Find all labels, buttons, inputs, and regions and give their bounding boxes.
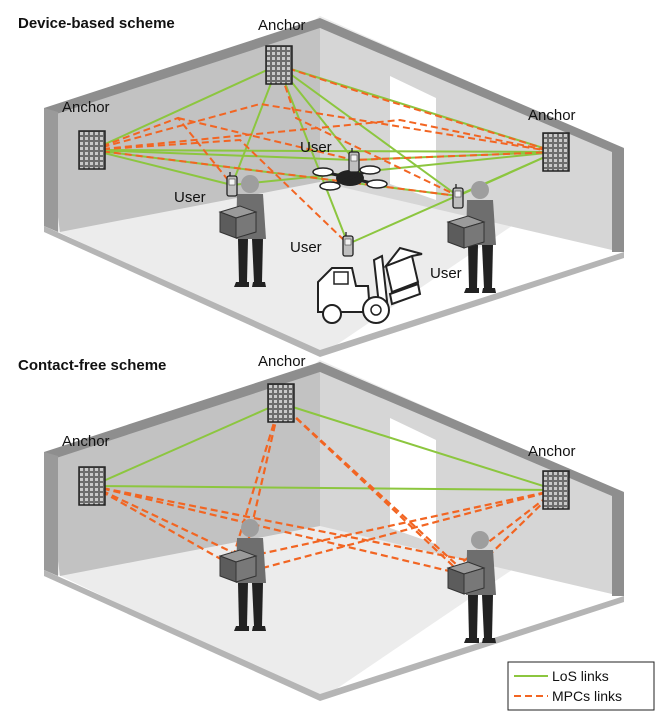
box-icon	[447, 215, 485, 249]
wall-top-left	[44, 18, 320, 118]
anchor-label: Anchor	[528, 107, 576, 124]
anchor-label: Anchor	[62, 99, 110, 116]
los-link	[91, 64, 279, 151]
mpc-link	[240, 402, 282, 569]
forklift-icon	[317, 246, 423, 324]
anchor-icon	[267, 383, 295, 423]
mpc-link	[231, 488, 557, 562]
mpc-links	[91, 402, 557, 581]
user-label: User	[430, 265, 462, 282]
mpc-link	[279, 402, 459, 567]
mpc-link	[91, 485, 233, 553]
anchor-icon	[78, 130, 106, 170]
los-link	[91, 149, 233, 186]
door-opening	[390, 76, 436, 200]
drone-icon	[312, 165, 388, 191]
anchor-icon	[265, 45, 293, 85]
los-link	[277, 64, 349, 245]
user-label: User	[174, 189, 206, 206]
mpc-link	[91, 484, 471, 578]
anchor-label: Anchor	[258, 17, 306, 34]
anchor-label: Anchor	[62, 433, 110, 450]
floor-front-left	[44, 570, 320, 701]
los-link	[91, 149, 355, 161]
anchor-icon	[542, 470, 570, 510]
wall-left-end	[44, 452, 58, 576]
mpc-link	[91, 485, 241, 571]
wall-left-end	[44, 108, 58, 232]
room	[44, 360, 624, 701]
wall-top-right	[320, 18, 624, 152]
user-label: User	[290, 239, 322, 256]
wall-right-end	[612, 492, 624, 596]
wall-right-end	[612, 148, 624, 252]
los-link	[231, 151, 557, 186]
phone-icon	[342, 231, 354, 257]
mpc-link	[279, 402, 469, 581]
legend-box	[507, 661, 655, 711]
floor-front-right	[320, 252, 624, 357]
box-icon	[219, 549, 257, 583]
mpc-link	[91, 149, 459, 197]
mpc-link	[232, 402, 282, 555]
floor-front-right	[320, 596, 624, 701]
anchor-icon	[542, 132, 570, 172]
phone-icon	[226, 171, 238, 197]
los-link	[277, 64, 459, 197]
panel-title: Contact-free scheme	[18, 357, 166, 374]
panel-title: Device-based scheme	[18, 15, 175, 32]
anchor-icon	[78, 466, 106, 506]
anchor-label: Anchor	[258, 353, 306, 370]
los-link	[91, 485, 557, 491]
panel-contact-free: Contact-free scheme Anchor Anchor Anchor	[18, 353, 624, 701]
los-links	[91, 402, 557, 491]
mpc-link	[91, 484, 467, 562]
legend-los-label: LoS links	[552, 668, 609, 684]
los-link	[91, 149, 557, 153]
user-label: User	[300, 139, 332, 156]
los-link	[347, 151, 557, 245]
anchor-label: Anchor	[528, 443, 576, 460]
legend-mpc-label: MPCs links	[552, 688, 622, 704]
panel-device-based: Device-based scheme Anchor Anchor Anchor…	[18, 15, 624, 357]
wall-top-right	[320, 362, 624, 496]
los-link	[91, 402, 281, 487]
los-link	[279, 402, 557, 491]
legend: LoS links MPCs links	[507, 661, 655, 711]
box-icon	[219, 205, 257, 239]
wall-top-left	[44, 362, 320, 462]
mpc-link	[91, 102, 557, 153]
phone-icon	[452, 183, 464, 209]
box-icon	[447, 561, 485, 595]
los-link	[231, 64, 279, 186]
mpc-link	[91, 118, 557, 153]
mpc-link	[277, 64, 459, 197]
mpc-link	[91, 138, 349, 245]
floor-front-left	[44, 226, 320, 357]
phone-icon	[348, 147, 360, 173]
